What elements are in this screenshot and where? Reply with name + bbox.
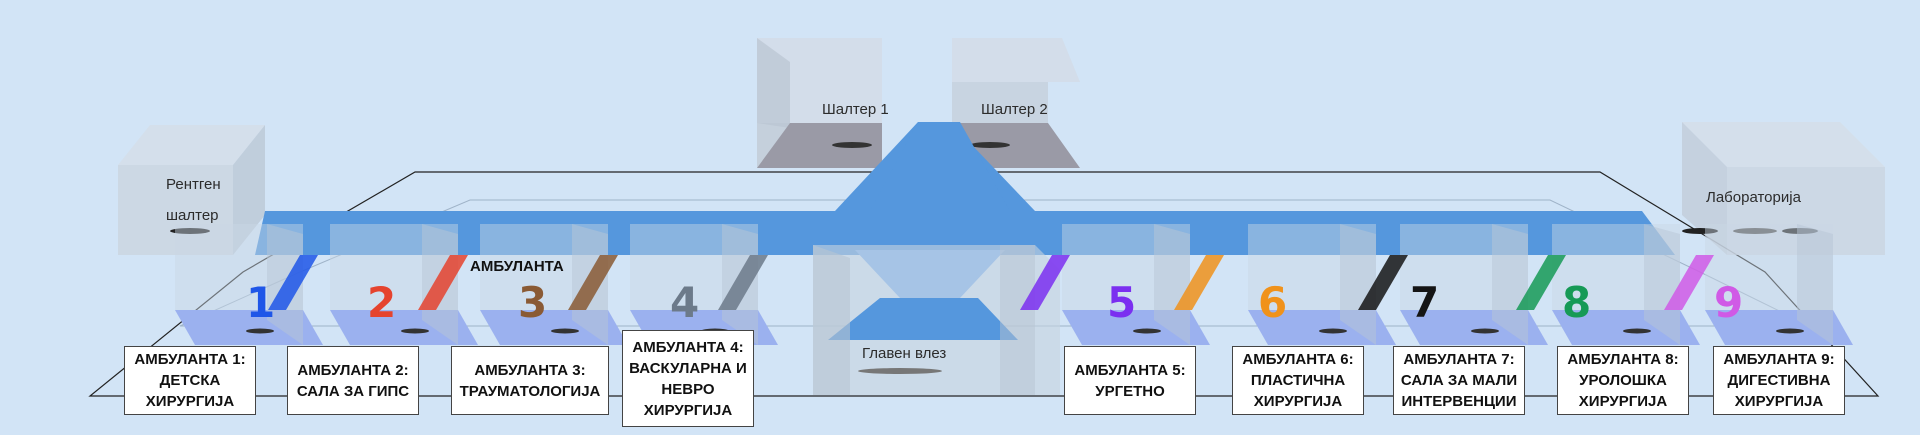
counter-1-floor [757,123,882,168]
ambulance-8-number: 8 [1562,278,1592,327]
room-side-wall [1644,224,1680,345]
ambulance-1-caption: АМБУЛАНТА 1: ДЕТСКА ХИРУРГИЈА [124,346,256,415]
ambulance-2-path [418,255,468,310]
ambulance-6-number: 6 [1258,278,1288,327]
room-marker [1319,328,1347,334]
ambulance-8-room [1516,224,1700,345]
room-marker [1623,328,1651,334]
ambulance-3-room [480,224,628,345]
room-marker [1471,328,1499,334]
ambulance-7-path [1358,255,1408,310]
room-marker [1776,328,1804,334]
room-marker [401,328,429,334]
ambulance-8-caption: АМБУЛАНТА 8: УРОЛОШКА ХИРУРГИЈА [1557,346,1689,415]
ambulance-9-room [1664,224,1853,345]
counter-2-label: Шалтер 2 [981,101,1048,118]
ambulance-7-room [1358,224,1548,345]
room-side-wall [1492,224,1528,345]
ambulance-9-path [1664,255,1714,310]
ambulance-6-room [1174,224,1396,345]
ambulance-7-number: 7 [1410,278,1440,327]
laboratory-box [1682,122,1885,255]
ambulance-3-path [568,255,618,310]
room-marker [551,328,579,334]
room-side-wall [1154,224,1190,345]
ambulance-4-room [630,224,778,345]
ambulance-3-number: 3 [518,278,548,327]
ambulance-2-room [330,224,478,345]
ambulance-8-path [1516,255,1566,310]
ambulance-2-number: 2 [367,278,397,327]
ambulance-5-caption: АМБУЛАНТА 5: УРГЕТНО [1064,346,1196,415]
ambulance-6-path [1174,255,1224,310]
ambulance-1-path [268,255,318,310]
ambulance-3-caption: АМБУЛАНТА 3: ТРАУМАТОЛОГИЈА [451,346,609,415]
room-side-wall [1797,224,1833,345]
ambulance-4-number: 4 [670,278,700,327]
room-marker [1133,328,1161,334]
room-side-wall [1340,224,1376,345]
ambulance-2-caption: АМБУЛАНТА 2: САЛА ЗА ГИПС [287,346,419,415]
counter-2-box [952,38,1080,168]
ambulance-1-room [175,224,323,345]
ambulance-7-caption: АМБУЛАНТА 7: САЛА ЗА МАЛИ ИНТЕРВЕНЦИИ [1393,346,1525,415]
counter-2-floor [952,123,1080,168]
ambulance-4-path [718,255,768,310]
floor-outline [88,171,1880,397]
ambulance-9-number: 9 [1714,278,1744,327]
main-corridor [255,122,1675,255]
ambulance-1-number: 1 [246,278,276,327]
counter-1-box [757,38,882,168]
ambulance-6-caption: АМБУЛАНТА 6: ПЛАСТИЧНА ХИРУРГИЈА [1232,346,1364,415]
ambulance-5-room [1020,224,1210,345]
xray-box [118,125,265,255]
ambulance-5-number: 5 [1107,278,1137,327]
room-marker [246,328,274,334]
ambulance-9-caption: АМБУЛАНТА 9: ДИГЕСТИВНА ХИРУРГИЈА [1713,346,1845,415]
xray-label-line2: шалтер [166,207,219,224]
ambulance-rooms [175,224,1853,345]
laboratory-label: Лабораторија [1706,189,1801,206]
main-entrance-box [813,245,1060,395]
entrance-ramp [828,298,1018,340]
xray-label-line1: Рентген [166,176,221,193]
main-entrance-label: Главен влез [862,345,947,362]
ambulance-5-path [1020,255,1070,310]
counter-1-label: Шалтер 1 [822,101,889,118]
ambulanta-tag: АМБУЛАНТА [470,258,564,275]
ambulance-4-caption: АМБУЛАНТА 4: ВАСКУЛАРНА И НЕВРО ХИРУРГИЈ… [622,330,754,427]
